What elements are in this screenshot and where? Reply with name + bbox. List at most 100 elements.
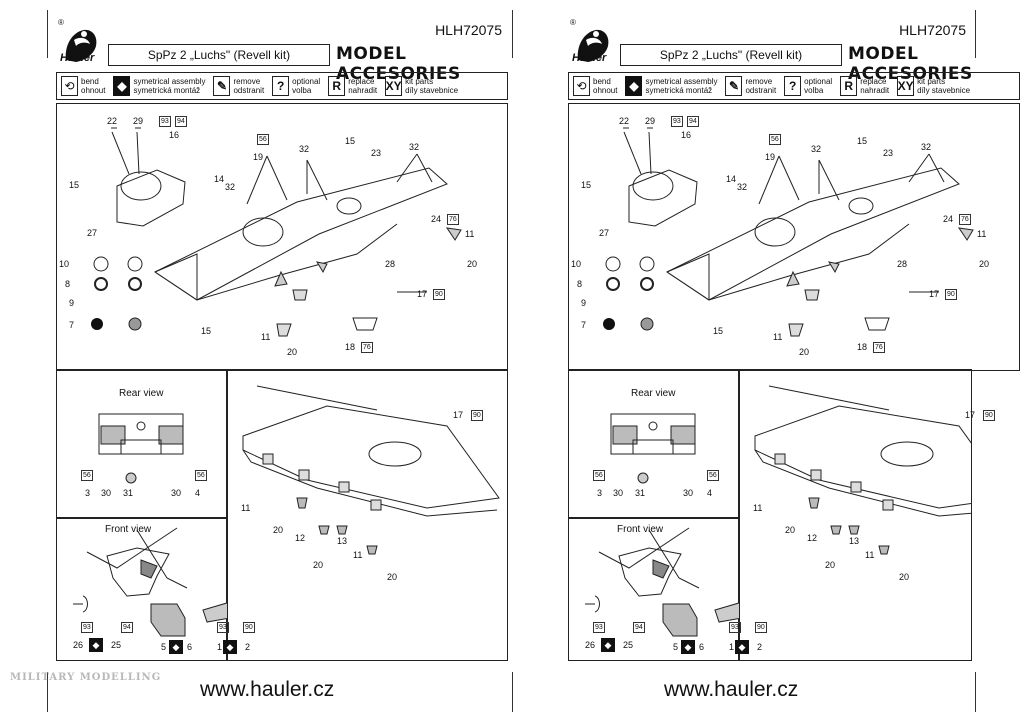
side-view-drawing [242,385,500,555]
part-number: 30 [101,488,112,498]
part-number: 10 [59,259,70,269]
series-title: MODEL ACCESORIES [848,44,973,84]
part-number: 9 [69,298,75,308]
symmetry-icon: ◆ [681,640,695,654]
hull-assembly-drawing [603,127,974,337]
symmetry-icon: ◆ [223,640,237,654]
kit-part-ref: 90 [945,289,957,300]
product-code: HLH72075 [899,22,966,38]
kit-title: SpPz 2 „Luchs" (Revell kit) [620,44,842,66]
part-number: 29 [645,116,656,126]
bend-icon: ⟲ [573,76,590,96]
symmetry-icon: ◆ [169,640,183,654]
kit-part-ref: 94 [175,116,187,127]
kit-part-ref: 90 [433,289,445,300]
part-number: 20 [825,560,836,570]
kit-part-ref: 93 [81,622,93,633]
part-number: 30 [613,488,624,498]
kit-part-ref: 94 [121,622,133,633]
part-number: 11 [865,550,875,560]
registered-mark: ® [58,18,64,27]
part-number: 11 [261,332,271,342]
part-number: 8 [65,279,71,289]
legend-label: remove [745,77,773,86]
part-number: 20 [387,572,398,582]
kit-part-ref: 94 [687,116,699,127]
kit-part-ref: 56 [707,470,719,481]
part-number: 14 [726,174,737,184]
hull-assembly-drawing [91,127,462,337]
part-number: 17 [965,410,976,420]
part-number: 32 [921,142,932,152]
xy-icon: XY [385,76,403,96]
part-number: 15 [201,326,212,336]
legend-label: bend [81,77,99,86]
part-number: 12 [807,533,818,543]
website-url: www.hauler.cz [200,678,335,701]
part-number: 30 [683,488,694,498]
kit-part-ref: 93 [593,622,605,633]
part-number: 19 [765,152,776,162]
legend-label-cz: odstranit [233,86,265,95]
part-number: 23 [371,148,382,158]
part-number: 19 [253,152,264,162]
part-number: 12 [295,533,306,543]
trim-mark [512,10,513,58]
legend-label-cz: volba [292,86,312,95]
part-number: 17 [417,289,428,299]
rear-view-title: Rear view [119,388,164,399]
part-number: 4 [707,488,713,498]
rear-view-drawing [610,413,696,484]
part-number: 15 [581,180,592,190]
symmetry-icon: ◆ [625,76,643,96]
part-number: 17 [929,289,940,299]
replace-icon: R [840,76,858,96]
part-number: 1 [729,642,735,652]
part-number: 20 [467,259,478,269]
kit-part-ref: 93 [729,622,741,633]
kit-part-ref: 76 [959,214,971,225]
part-number: 7 [69,320,75,330]
bend-icon: ⟲ [61,76,78,96]
part-number: 32 [225,182,236,192]
symmetry-icon: ◆ [113,76,131,96]
part-number: 32 [409,142,420,152]
part-number: 8 [577,279,583,289]
part-number: 24 [943,214,954,224]
part-number: 31 [635,488,646,498]
kit-part-ref: 90 [755,622,767,633]
part-number: 1 [217,642,223,652]
side-view-drawing [754,385,971,555]
legend-label: replace [348,77,375,86]
part-number: 5 [161,642,167,652]
kit-part-ref: 56 [257,134,269,145]
front-view-title: Front view [617,524,664,535]
kit-title: SpPz 2 „Luchs" (Revell kit) [108,44,330,66]
part-number: 24 [431,214,442,224]
brand-name: Hauler [572,52,607,64]
kit-part-ref: 90 [243,622,255,633]
part-number: 3 [85,488,91,498]
part-number: 22 [107,116,118,126]
part-number: 3 [597,488,603,498]
question-icon: ? [272,76,290,96]
replace-icon: R [328,76,346,96]
legend-label-cz: nahradit [860,86,890,95]
part-number: 23 [883,148,894,158]
part-number: 31 [123,488,134,498]
part-number: 25 [623,640,634,650]
legend-label-cz: díly stavebnice [405,86,459,95]
front-view-drawing [73,527,227,637]
part-number: 30 [171,488,182,498]
